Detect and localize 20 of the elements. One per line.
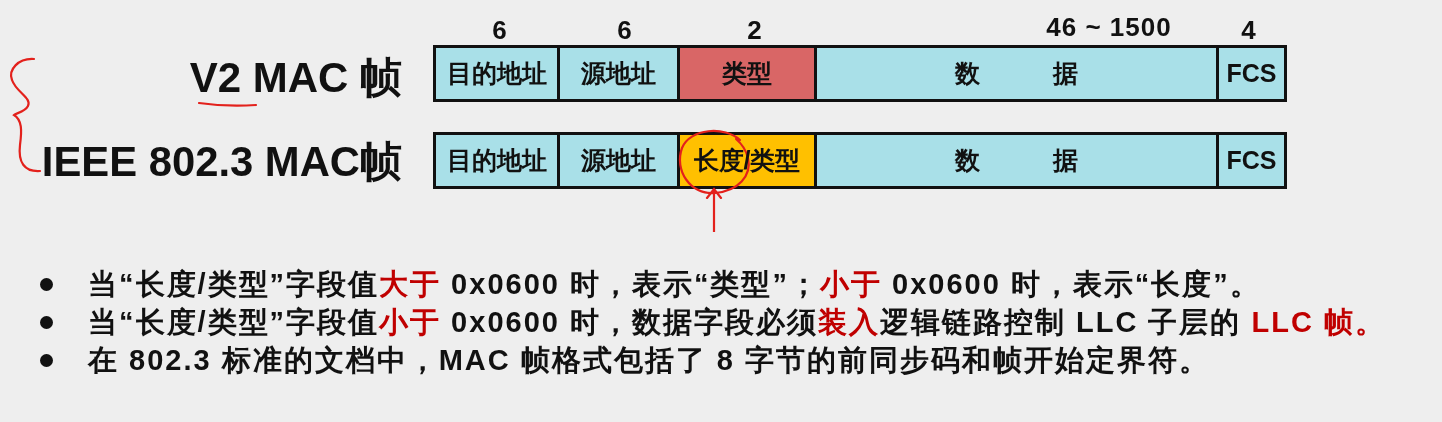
arrow [705, 187, 723, 232]
frame-title: V2 MAC 帧 [189, 56, 402, 100]
frame-field: 类型 [677, 45, 817, 102]
frame-field: FCS [1216, 45, 1287, 102]
byte-count: 2 [747, 16, 763, 44]
bullet-text: 当“长度/类型”字段值小于 0x0600 时，数据字段必须装入逻辑链路控制 LLC 子层的 LLC 帧。 [88, 305, 1386, 339]
frame-field: FCS [1216, 132, 1287, 189]
frame-field: 数 据 [814, 132, 1219, 189]
bullet-text: 在 802.3 标准的文档中，MAC 帧格式包括了 8 字节的前同步码和帧开始定界符。 [88, 343, 1211, 377]
frame-field: 数 据 [814, 45, 1219, 102]
frame-field: 源地址 [557, 45, 680, 102]
byte-count: 4 [1241, 16, 1257, 44]
frame-field: 目的地址 [433, 45, 560, 102]
frame-field: 目的地址 [433, 132, 560, 189]
byte-count: 46 ~ 1500 [1046, 13, 1172, 41]
byte-count: 6 [617, 16, 633, 44]
byte-count: 6 [492, 16, 508, 44]
bullet-text: 当“长度/类型”字段值大于 0x0600 时，表示“类型”；小于 0x0600 时，表示“长度”。 [88, 267, 1261, 301]
frame-field: 源地址 [557, 132, 680, 189]
frame-title: IEEE 802.3 MAC帧 [41, 140, 402, 184]
